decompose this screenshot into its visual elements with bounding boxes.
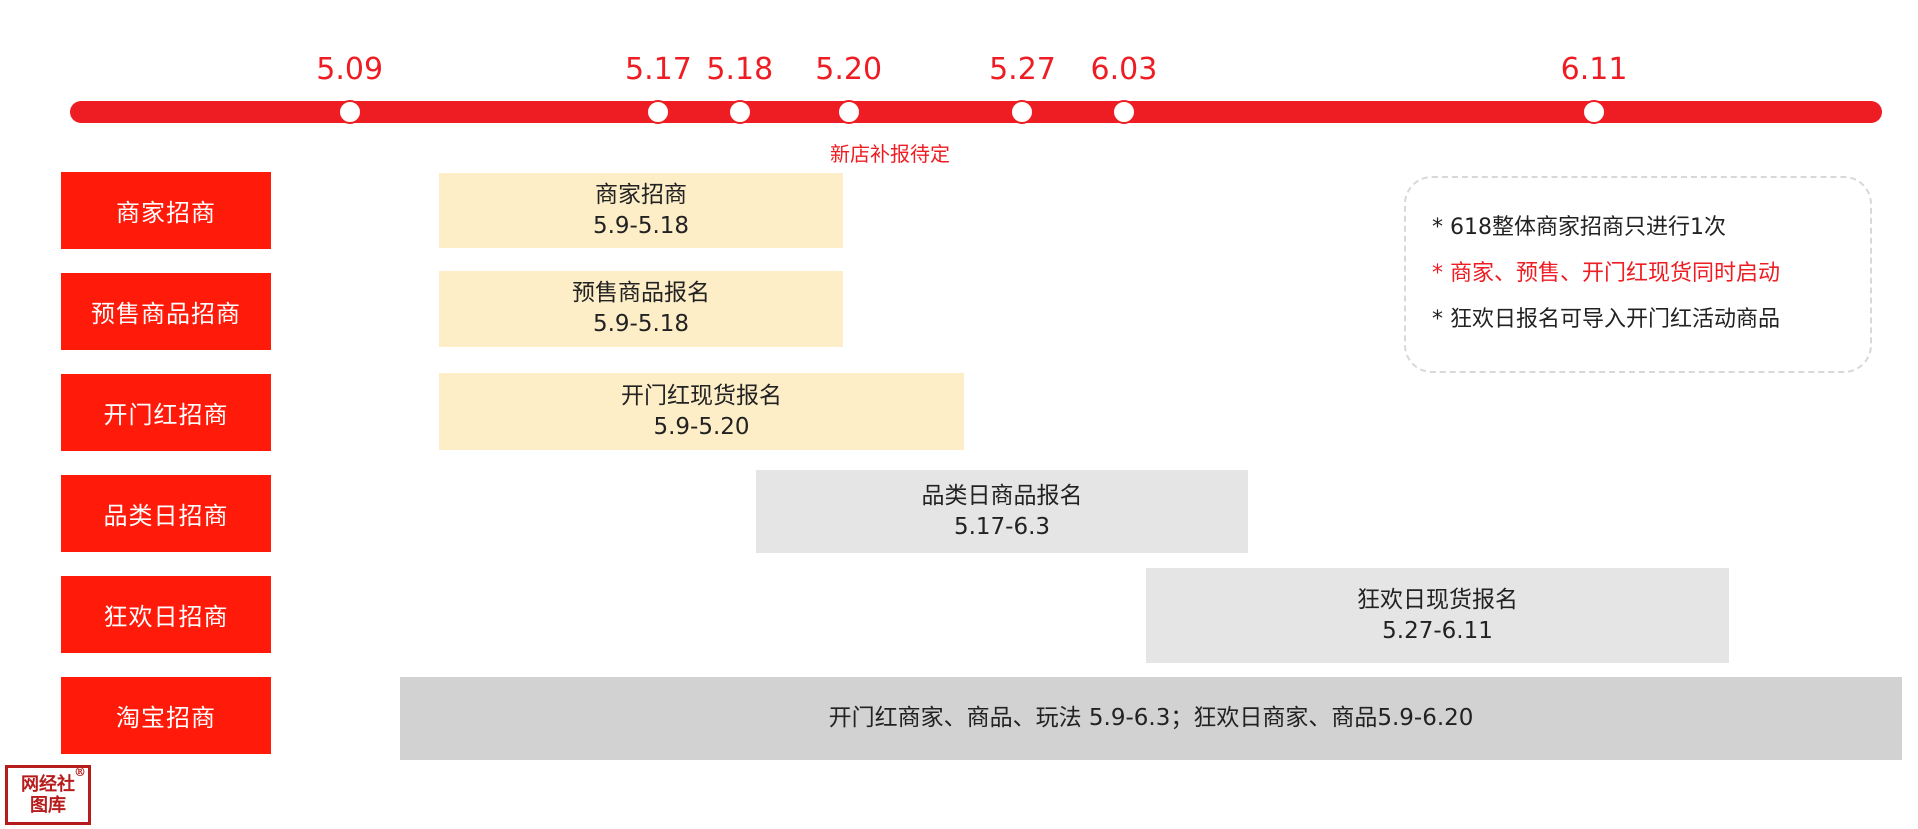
bar-title: 开门红现货报名 (621, 382, 782, 409)
timeline-axis (70, 101, 1882, 123)
milestone-label-0517: 5.17 (625, 52, 692, 87)
new-store-note: 新店补报待定 (830, 142, 950, 166)
row-label-taobao: 淘宝招商 (61, 677, 271, 754)
note-simultaneous-start: * 商家、预售、开门红现货同时启动 (1432, 261, 1780, 286)
note-single-recruitment: * 618整体商家招商只进行1次 (1432, 215, 1726, 240)
watermark-line2: 图库 (30, 795, 66, 816)
milestone-dot-0520 (836, 100, 861, 124)
milestone-label-0603: 6.03 (1090, 52, 1158, 87)
bar-merchant-recruitment: 商家招商 5.9-5.18 (439, 173, 843, 248)
bar-title: 预售商品报名 (572, 280, 710, 306)
bar-dates: 5.9-5.18 (592, 212, 690, 239)
bar-title: 商家招商 (595, 181, 687, 208)
milestone-dot-0518 (727, 100, 752, 124)
milestone-dot-0603 (1111, 100, 1136, 124)
bar-title: 狂欢日现货报名 (1357, 586, 1518, 613)
bar-title: 品类日商品报名 (921, 482, 1083, 509)
bar-taobao-recruitment: 开门红商家、商品、玩法 5.9-6.3；狂欢日商家、商品5.9-6.20 (400, 677, 1902, 760)
milestone-label-0520: 5.20 (815, 52, 883, 87)
milestone-label-0527: 5.27 (989, 52, 1056, 87)
row-label-merchant: 商家招商 (61, 172, 271, 249)
bar-category-day-signup: 品类日商品报名 5.17-6.3 (756, 470, 1248, 553)
note-carnival-import: * 狂欢日报名可导入开门红活动商品 (1432, 307, 1780, 332)
bar-dates: 5.17-6.3 (953, 513, 1051, 540)
watermark-logo: 网经社 图库 ® (5, 765, 91, 825)
milestone-dot-0517 (646, 100, 671, 124)
row-label-kickoff: 开门红招商 (61, 374, 271, 451)
bar-presale-signup: 预售商品报名 5.9-5.18 (439, 271, 843, 347)
bar-carnival-stock-signup: 狂欢日现货报名 5.27-6.11 (1146, 568, 1729, 663)
milestone-dot-0509 (337, 100, 362, 124)
notes-box: * 618整体商家招商只进行1次 * 商家、预售、开门红现货同时启动 * 狂欢日… (1404, 176, 1872, 373)
bar-dates: 5.27-6.11 (1382, 617, 1493, 644)
row-label-category-day: 品类日招商 (61, 475, 271, 552)
milestone-dot-0611 (1582, 100, 1607, 124)
row-label-presale: 预售商品招商 (61, 273, 271, 350)
milestone-dot-0527 (1010, 100, 1035, 124)
watermark-line1: 网经社 (21, 774, 75, 795)
bar-dates: 5.9-5.20 (653, 413, 750, 440)
bar-title: 开门红商家、商品、玩法 5.9-6.3；狂欢日商家、商品5.9-6.20 (828, 705, 1474, 731)
bar-dates: 5.9-5.18 (592, 311, 690, 337)
bar-kickoff-stock-signup: 开门红现货报名 5.9-5.20 (439, 373, 964, 450)
milestone-label-0509: 5.09 (316, 52, 384, 87)
row-label-carnival-day: 狂欢日招商 (61, 576, 271, 653)
milestone-label-0518: 5.18 (706, 52, 774, 87)
milestone-label-0611: 6.11 (1560, 52, 1628, 87)
registered-mark: ® (74, 765, 86, 779)
